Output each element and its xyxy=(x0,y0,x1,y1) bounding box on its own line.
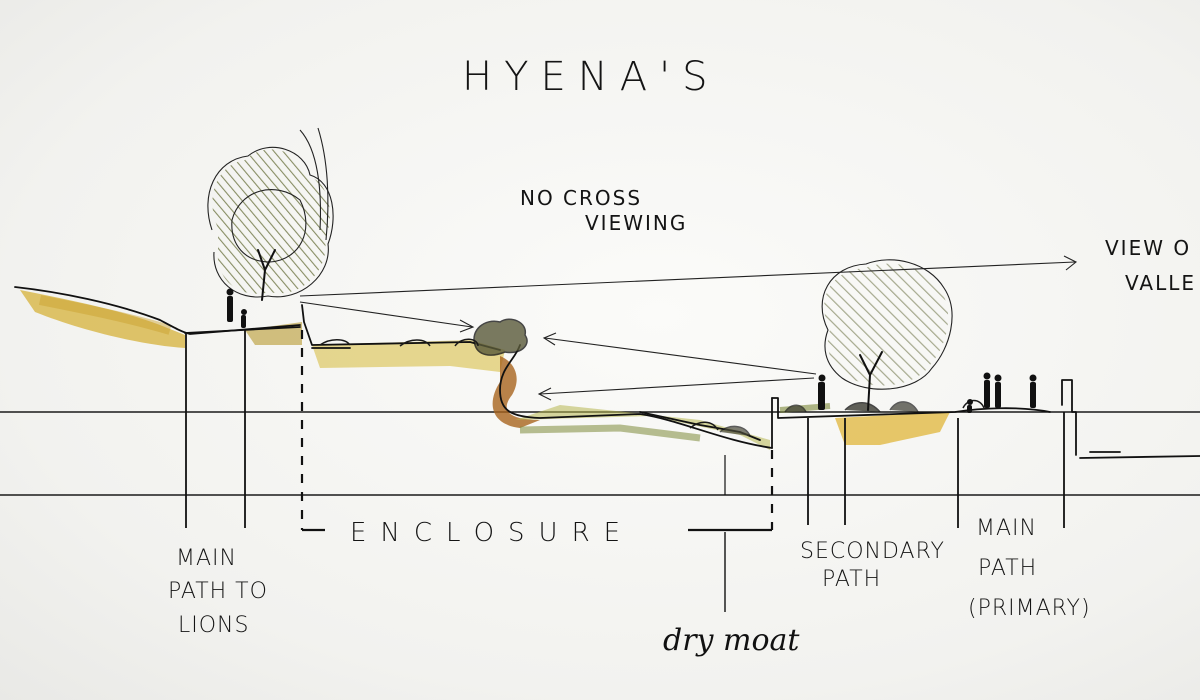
label-main-path-lions-3: LIONS xyxy=(178,613,249,638)
shrub-group xyxy=(319,318,985,437)
ground-wash xyxy=(20,290,950,450)
note-no-cross: NO CROSS xyxy=(520,186,642,210)
label-secondary-path-2: PATH xyxy=(822,567,881,592)
label-main-path-lions-2: PATH TO xyxy=(168,579,268,604)
enclosure-bracket xyxy=(300,330,774,532)
sight-lines xyxy=(299,255,1078,401)
label-main-path-primary-2: PATH xyxy=(978,556,1037,581)
ground-profile xyxy=(14,286,1200,459)
leader-lines xyxy=(185,330,1065,612)
label-dry-moat: dry moat xyxy=(663,623,800,658)
label-main-path-primary-1: MAIN xyxy=(976,516,1037,541)
label-main-path-lions-1: MAIN xyxy=(176,546,237,571)
sketch-title: HYENA'S xyxy=(462,54,719,100)
tree-left xyxy=(207,127,334,301)
note-valley: VALLE xyxy=(1125,271,1196,295)
tree-right xyxy=(821,259,953,411)
people xyxy=(226,288,1037,413)
label-main-path-primary-3: (PRIMARY) xyxy=(968,596,1091,621)
note-viewing: VIEWING xyxy=(585,211,687,235)
note-view-of: VIEW O xyxy=(1105,236,1191,260)
label-enclosure: ENCLOSURE xyxy=(350,518,634,548)
label-secondary-path-1: SECONDARY xyxy=(800,539,945,564)
